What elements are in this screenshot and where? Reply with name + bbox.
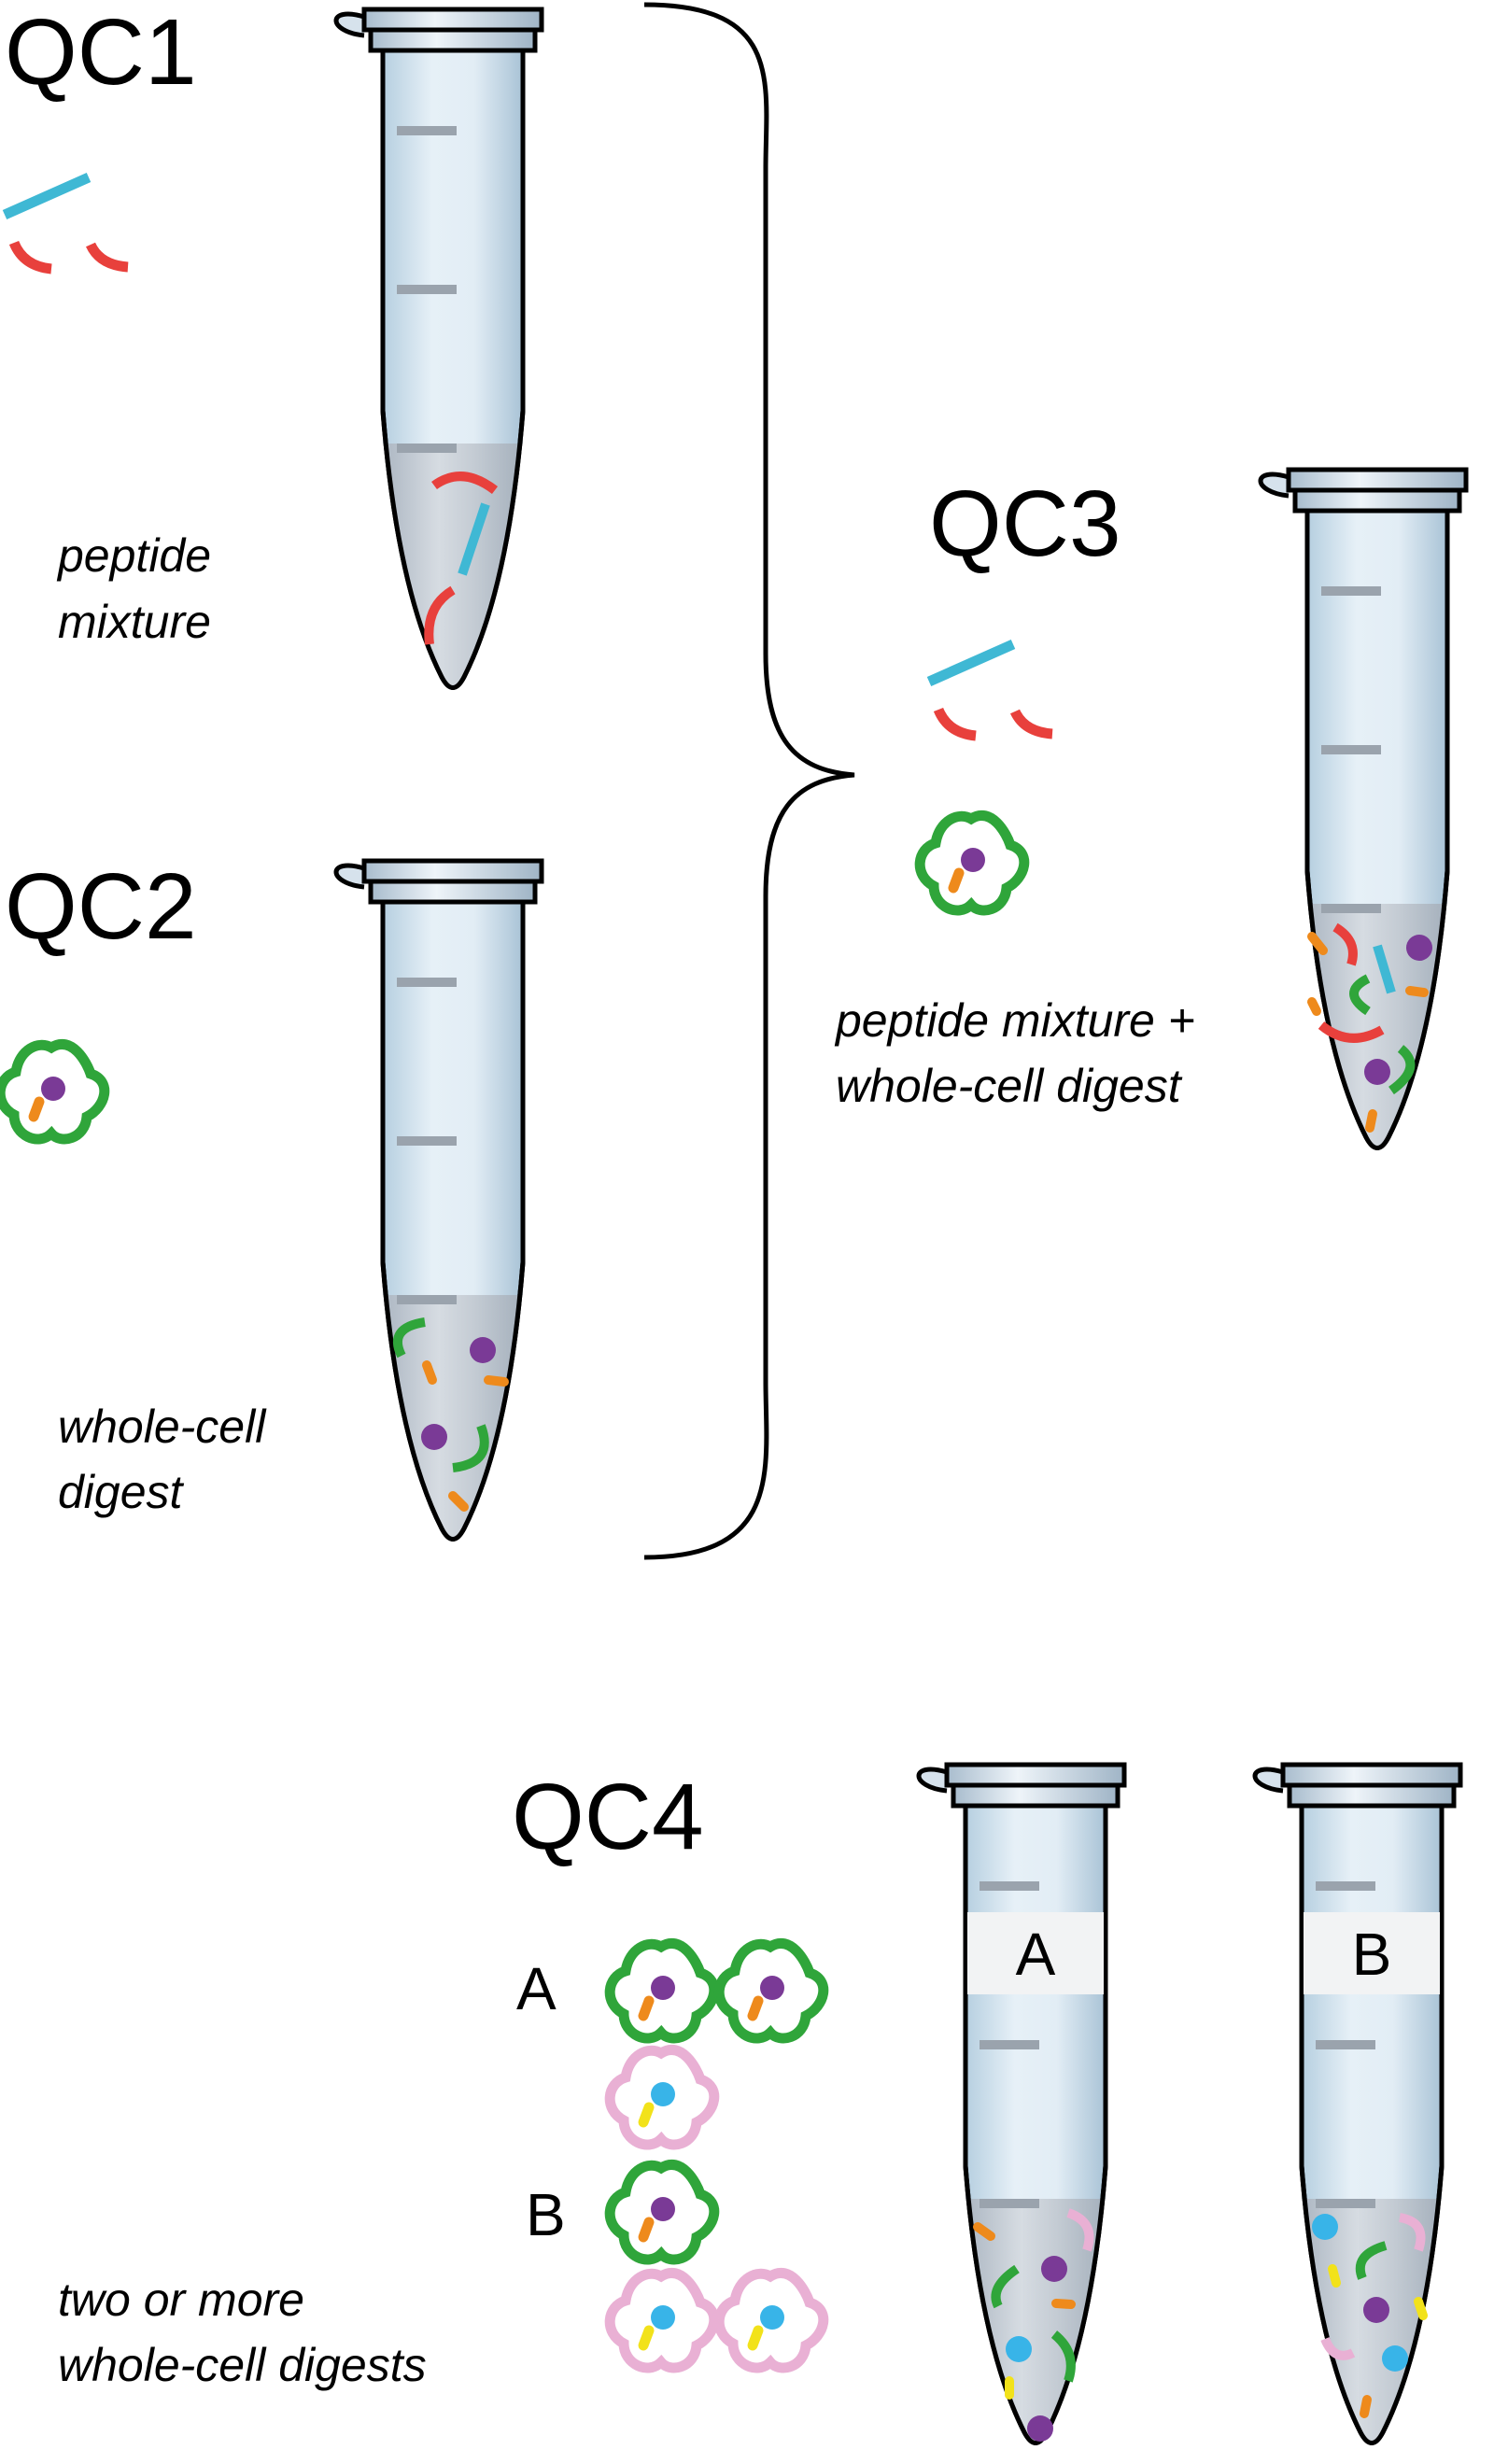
qc4-caption-line2: whole-cell digests [58,2339,427,2391]
qc3-caption-line1: peptide mixture + [834,994,1195,1047]
qc3-label: QC3 [929,472,1121,576]
qc4-caption-line1: two or more [58,2274,304,2326]
qc3-tube [1261,470,1466,1148]
qc2-caption-line2: digest [58,1466,185,1518]
qc4-a-green-cell-1 [610,1943,714,2038]
qc4-a-pink-cell [610,2049,714,2145]
qc1-tube [336,9,542,688]
qc3-group: QC3 peptide mixture + whole-cell digest [834,470,1466,1148]
qc4-tube-a: A [919,1765,1124,2443]
bracket-brace [643,2,855,1560]
qc4-sample-b-label: B [526,2181,566,2248]
qc4-label: QC4 [512,1765,704,1869]
qc4-a-green-cell-2 [719,1943,824,2038]
qc2-label: QC2 [5,854,197,959]
qc1-label: QC1 [5,0,197,105]
qc4-sample-a-label: A [516,1955,557,2022]
qc4-group: QC4 A B two or more whole-cell digests A [58,1765,1460,2443]
qc3-cell-icon [920,815,1024,910]
qc4-tube-b-label: B [1352,1921,1392,1988]
qc2-group: QC2 whole-cell digest [0,854,542,1540]
qc2-caption-line1: whole-cell [58,1401,267,1453]
qc1-peptide-icon [5,177,128,269]
qc4-tube-a-label: A [1016,1921,1056,1988]
qc4-tube-b: B [1255,1765,1460,2443]
qc3-peptide-icon [929,644,1052,736]
qc1-caption-line2: mixture [58,596,211,648]
qc1-caption-line1: peptide [56,529,211,582]
qc4-b-pink-cell-1 [610,2273,714,2368]
qc4-b-green-cell [610,2164,714,2260]
qc2-tube [336,861,542,1540]
qc3-caption-line2: whole-cell digest [836,1060,1183,1112]
qc1-group: QC1 peptide mixture [5,0,542,688]
qc4-b-pink-cell-2 [719,2273,824,2368]
qc2-cell-icon [0,1044,105,1139]
